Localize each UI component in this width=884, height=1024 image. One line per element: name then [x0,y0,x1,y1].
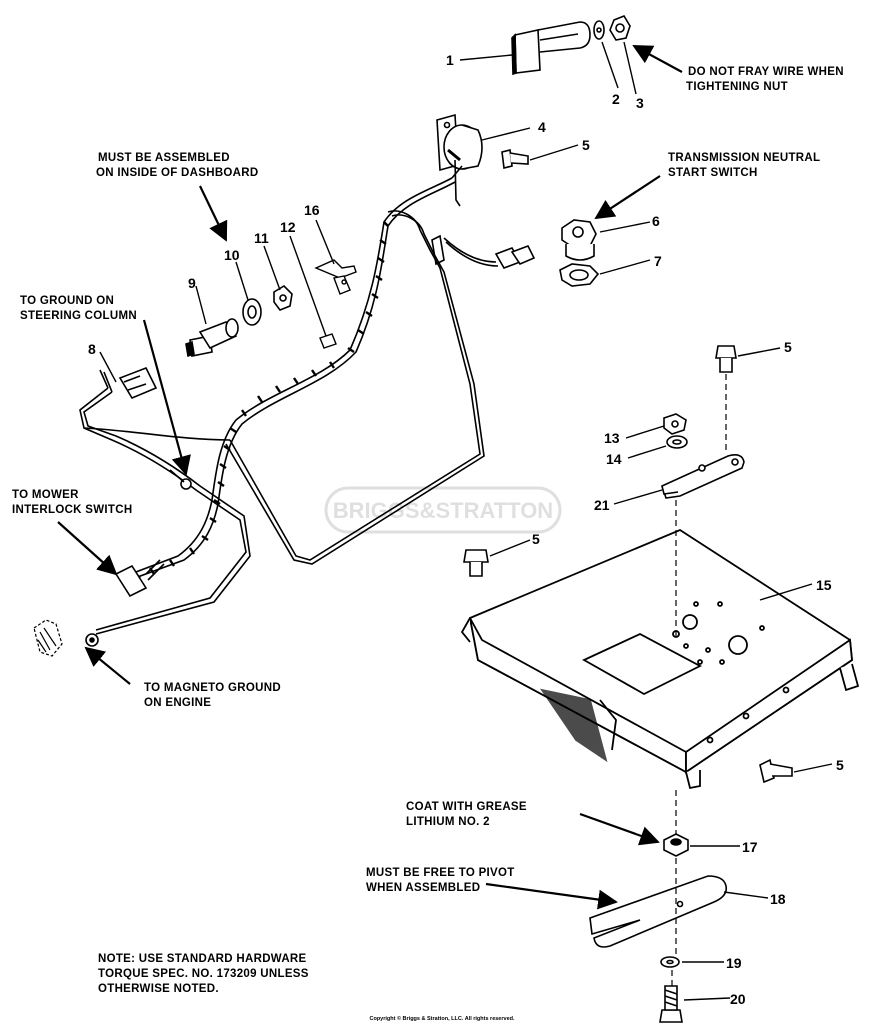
bolt-20-part [659,985,683,1023]
hex-nut-part [273,284,293,311]
svg-text:WHEN ASSEMBLED: WHEN ASSEMBLED [366,882,480,894]
note-fray: DO NOT FRAY WIRE WHEN TIGHTENING NUT [686,66,844,93]
callout-17: 17 [742,839,758,855]
callout-3: 3 [636,95,644,111]
svg-text:START SWITCH: START SWITCH [668,167,758,179]
washer-19-part [660,956,680,968]
bolt-part [759,758,793,784]
svg-text:MUST BE ASSEMBLED: MUST BE ASSEMBLED [98,152,230,164]
note-neutral-switch: TRANSMISSION NEUTRAL START SWITCH [668,152,820,179]
nut-13-part [663,413,687,435]
keys-part [314,259,357,295]
svg-text:TORQUE SPEC. NO. 173209 UNLESS: TORQUE SPEC. NO. 173209 UNLESS [98,968,309,980]
note-arrows [57,45,683,910]
svg-text:STEERING COLUMN: STEERING COLUMN [20,310,137,322]
svg-text:TO GROUND ON: TO GROUND ON [20,295,114,307]
callout-6: 6 [652,213,660,229]
neutral-switch-part [561,219,597,261]
svg-text:BRIGGS&STRATTON: BRIGGS&STRATTON [333,498,553,523]
base-plate-part [460,528,860,790]
washer-14-part [666,435,688,449]
assembly-lines [671,374,727,988]
svg-text:OTHERWISE NOTED.: OTHERWISE NOTED. [98,983,219,995]
bolt-part [715,345,737,373]
note-mower-interlock: TO MOWER INTERLOCK SWITCH [12,489,132,516]
lever-18-part [589,875,728,948]
callout-5d: 5 [836,757,844,773]
callout-11: 11 [254,230,269,246]
callout-19: 19 [726,955,742,971]
jam-nut-part [559,263,600,287]
note-magneto: TO MAGNETO GROUND ON ENGINE [144,682,281,709]
svg-text:COAT WITH GREASE: COAT WITH GREASE [406,801,527,813]
note-steering-ground: TO GROUND ON STEERING COLUMN [20,295,137,322]
note-dashboard: MUST BE ASSEMBLED ON INSIDE OF DASHBOARD [96,152,259,179]
callout-4: 4 [538,119,546,135]
callout-14: 14 [606,451,622,467]
callout-9: 9 [188,275,196,291]
callout-5: 5 [582,137,590,153]
leader-lines [99,41,833,1001]
svg-text:INTERLOCK SWITCH: INTERLOCK SWITCH [12,504,132,516]
callout-13: 13 [604,430,620,446]
svg-text:TIGHTENING NUT: TIGHTENING NUT [686,81,788,93]
callout-1: 1 [446,52,454,68]
wiring-harness [79,159,536,647]
svg-text:ON ENGINE: ON ENGINE [144,697,211,709]
watermark: BRIGGS&STRATTON [324,486,562,534]
bolt-part [463,549,489,577]
callout-7: 7 [654,253,662,269]
note-pivot: MUST BE FREE TO PIVOT WHEN ASSEMBLED [366,867,515,894]
svg-text:NOTE: USE STANDARD HARDWARE: NOTE: USE STANDARD HARDWARE [98,953,307,965]
dashboard-switch-part [185,318,239,358]
bolt-part [501,149,529,169]
connector-plug-part [511,21,591,76]
svg-text:ON INSIDE OF DASHBOARD: ON INSIDE OF DASHBOARD [96,167,259,179]
svg-text:TO MOWER: TO MOWER [12,489,79,501]
svg-text:MUST BE FREE TO PIVOT: MUST BE FREE TO PIVOT [366,867,515,879]
nut-part [609,15,631,41]
callout-10: 10 [224,247,240,263]
callout-5b: 5 [784,339,792,355]
note-hardware: NOTE: USE STANDARD HARDWARE TORQUE SPEC.… [98,953,309,995]
svg-text:TO MAGNETO GROUND: TO MAGNETO GROUND [144,682,281,694]
callout-numbers: 1 2 3 4 5 6 7 8 9 10 11 12 16 5 13 14 21… [88,52,844,1007]
svg-text:LITHIUM NO. 2: LITHIUM NO. 2 [406,816,490,828]
copyright-text: Copyright © Briggs & Stratton, LLC. All … [369,1015,515,1022]
note-grease: COAT WITH GREASE LITHIUM NO. 2 [406,801,527,828]
callout-21: 21 [594,497,610,513]
callout-16: 16 [304,202,320,218]
callout-12: 12 [280,219,296,235]
washer-part [593,20,605,40]
clip-part [319,333,337,349]
callout-20: 20 [730,991,746,1007]
engine-ground-point [33,619,63,657]
svg-text:TRANSMISSION NEUTRAL: TRANSMISSION NEUTRAL [668,152,820,164]
callout-2: 2 [612,91,620,107]
bracket-21-part [661,454,745,499]
svg-text:DO NOT FRAY WIRE WHEN: DO NOT FRAY WIRE WHEN [688,66,844,78]
callout-5c: 5 [532,531,540,547]
lock-washer-part [242,298,262,326]
callout-15: 15 [816,577,832,593]
ignition-switch-part [436,113,483,172]
callout-18: 18 [770,891,786,907]
bushing-17-part [663,833,689,857]
callout-8: 8 [88,341,96,357]
